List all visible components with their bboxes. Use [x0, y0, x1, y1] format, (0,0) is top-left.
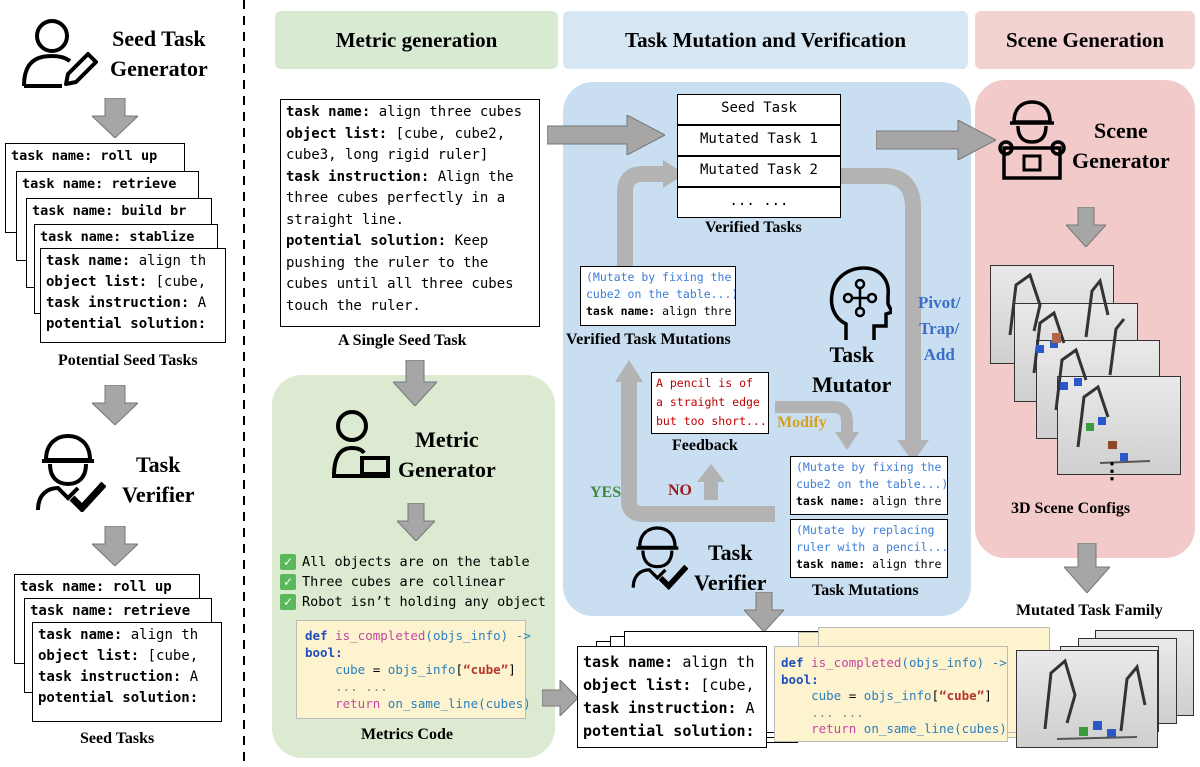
metric-generation-header: Metric generation	[275, 11, 558, 69]
more-scenes-dots: ⋮	[1101, 458, 1123, 483]
engineer-blueprint-icon	[998, 100, 1066, 180]
checkmark-icon: ✓	[280, 574, 296, 590]
family-task-card: task name: align th object list: [cube, …	[577, 646, 767, 748]
modify-label: Modify	[777, 414, 827, 431]
mutation-card: (Mutate by replacing ruler with a pencil…	[790, 519, 948, 578]
ellipsis-entry: ... ...	[677, 187, 841, 218]
down-arrow	[92, 385, 138, 425]
right-arrow	[547, 115, 665, 155]
task-mutations-label: Task Mutations	[812, 582, 919, 599]
mutated-task-entry: Mutated Task 1	[677, 125, 841, 156]
checkmark-icon: ✓	[280, 554, 296, 570]
yes-label: YES	[590, 484, 622, 501]
worker-check-icon	[36, 433, 106, 512]
down-arrow	[1066, 207, 1106, 247]
check-item: ✓ Three cubes are collinear	[280, 572, 550, 592]
person-laptop-icon	[332, 410, 390, 478]
person-edit-icon	[22, 19, 98, 88]
robot-arm-icon	[1043, 658, 1147, 740]
head-network-icon	[829, 266, 892, 340]
metrics-code-label: Metrics Code	[361, 726, 453, 743]
verified-mutation-card: (Mutate by fixing the cube2 on the table…	[580, 266, 736, 326]
down-arrow	[92, 98, 138, 138]
robot-arm-scenes	[1008, 272, 1151, 464]
verified-mutations-label: Verified Task Mutations	[566, 331, 731, 348]
down-arrow	[744, 592, 784, 632]
task-verifier-label: Task Verifier	[694, 540, 767, 595]
down-arrow	[1064, 543, 1110, 593]
mutated-task-family-label: Mutated Task Family	[1016, 602, 1163, 619]
seed-tasks-label: Seed Tasks	[80, 730, 155, 747]
task-mutation-header: Task Mutation and Verification	[563, 11, 968, 69]
right-arrow	[876, 120, 996, 160]
scene-config-image	[1057, 376, 1181, 475]
task-verifier-label: Task Verifier	[122, 452, 195, 507]
down-arrow	[92, 526, 138, 566]
metric-checklist: ✓ All objects are on the table ✓ Three c…	[280, 552, 550, 612]
scene-configs-label: 3D Scene Configs	[1011, 500, 1131, 517]
metrics-code-block: def is_completed(objs_info) -> bool: cub…	[296, 620, 531, 719]
check-item: ✓ All objects are on the table	[280, 552, 550, 572]
pivot-trap-add-label: Pivot/ Trap/ Add	[918, 293, 961, 364]
feedback-label: Feedback	[672, 437, 738, 454]
scene-generation-header: Scene Generation	[975, 11, 1195, 69]
task-mutator-label: Task Mutator	[812, 342, 892, 397]
mutation-loop-arrows	[615, 160, 929, 522]
verified-tasks-label: Verified Tasks	[705, 219, 802, 236]
check-item: ✓ Robot isn’t holding any object	[280, 592, 550, 612]
down-arrow	[397, 503, 435, 541]
scene-generator-label: Scene Generator	[1072, 118, 1170, 173]
no-label: NO	[668, 482, 692, 499]
dashed-separator	[243, 0, 245, 767]
mutation-card: (Mutate by fixing the cube2 on the table…	[790, 456, 948, 515]
family-metrics-code: def is_completed(objs_info) -> bool: cub…	[774, 646, 1008, 742]
mutated-task-entry: Mutated Task 2	[677, 156, 841, 187]
family-scene-image	[1016, 650, 1158, 748]
checkmark-icon: ✓	[280, 594, 296, 610]
front-seed-card: task name: align th object list: [cube, …	[32, 622, 222, 722]
single-seed-task-card: task name: align three cubes object list…	[280, 99, 540, 327]
single-seed-task-label: A Single Seed Task	[338, 332, 467, 349]
worker-check-icon	[631, 526, 688, 591]
metric-generator-label: Metric Generator	[398, 427, 496, 482]
down-arrow	[393, 360, 437, 406]
right-arrow	[542, 680, 578, 716]
feedback-card: A pencil is of a straight edge but too s…	[651, 372, 769, 434]
front-seed-card: task name: align th object list: [cube, …	[40, 248, 226, 343]
seed-task-entry: Seed Task	[677, 94, 841, 125]
potential-seed-tasks-label: Potential Seed Tasks	[58, 352, 198, 369]
seed-task-generator-label: Seed Task Generator	[110, 26, 208, 81]
